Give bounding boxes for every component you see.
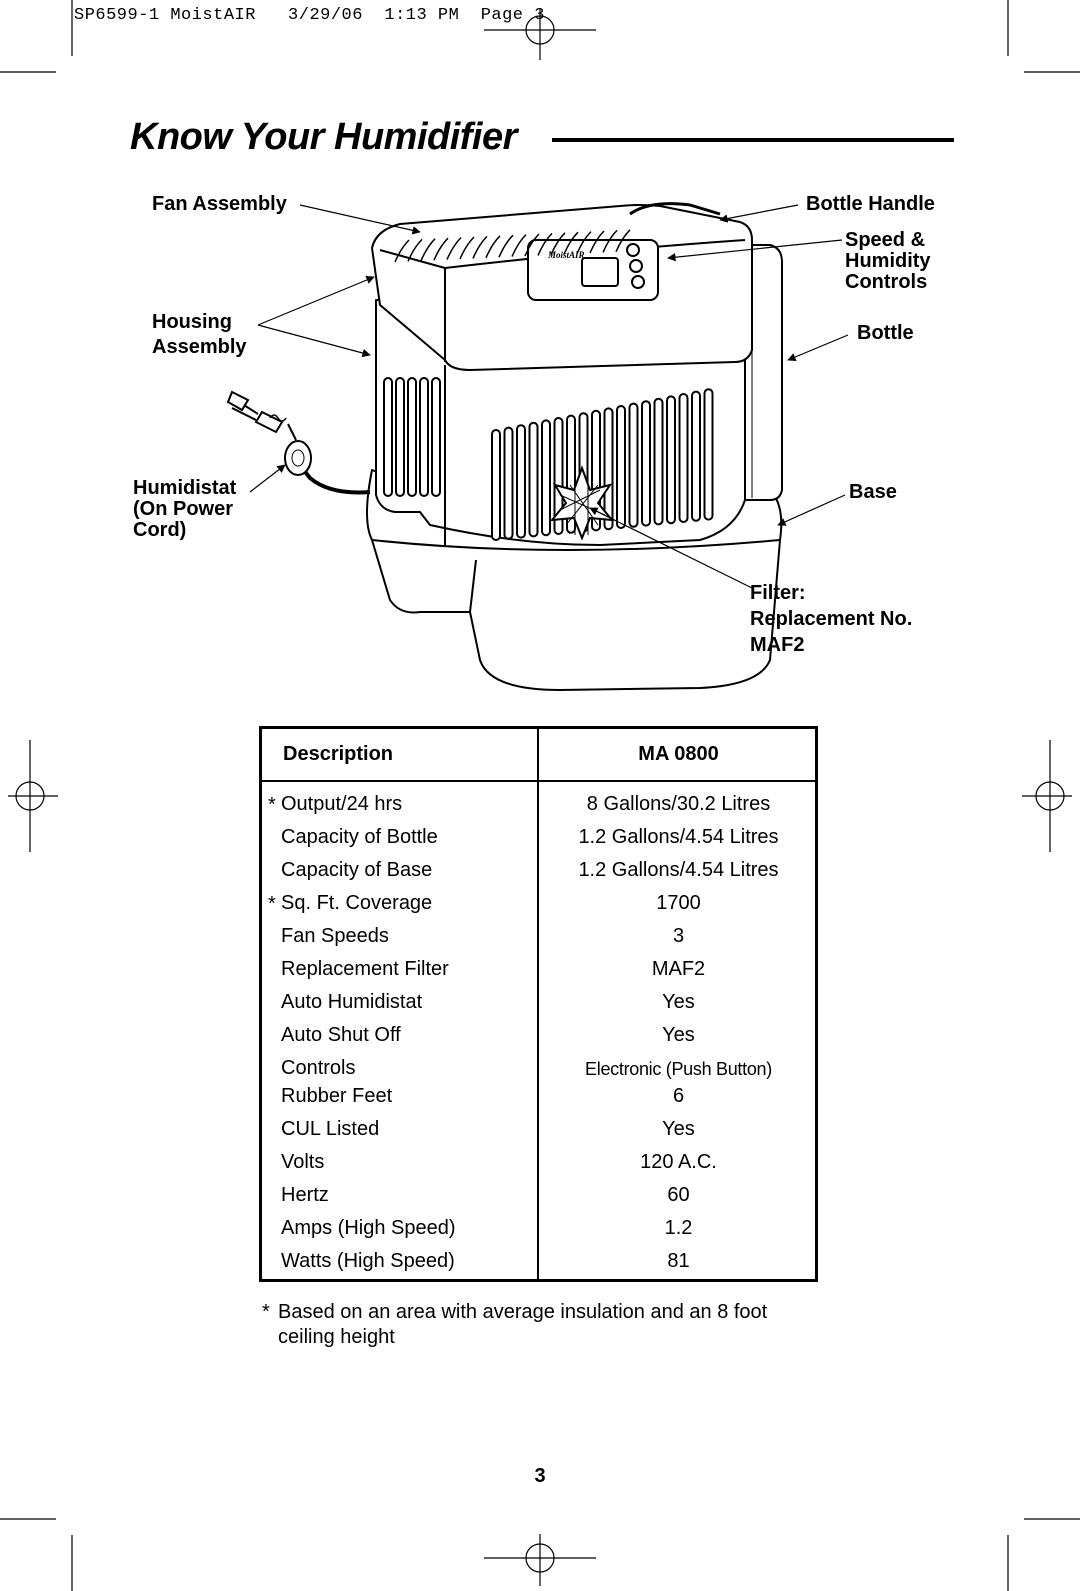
row-value: Yes [662, 1024, 695, 1046]
column-divider [537, 729, 539, 1279]
row-value: 1.2 Gallons/4.54 Litres [578, 826, 779, 848]
row-description: Sq. Ft. Coverage [281, 892, 433, 914]
label-fan-assembly: Fan Assembly [152, 193, 287, 215]
row-value: Yes [662, 1118, 695, 1140]
row-value: MAF2 [651, 958, 706, 980]
header-slug: SP6599-1 MoistAIR [74, 6, 256, 25]
label-line: Speed & [845, 229, 926, 251]
table-row: Replacement Filter MAF2 [262, 958, 815, 991]
row-description: Hertz [281, 1184, 329, 1206]
header-date: 3/29/06 [288, 6, 363, 25]
table-row: Auto Shut Off Yes [262, 1024, 815, 1057]
footnote-mark: * [262, 1301, 270, 1323]
page-title: Know Your Humidifier [130, 116, 517, 158]
label-filter: Filter: Replacement No. MAF2 [750, 580, 912, 658]
label-line: Filter: [750, 582, 806, 604]
header-time: 1:13 PM [384, 6, 460, 25]
row-description: Volts [281, 1151, 325, 1173]
row-description: Auto Shut Off [281, 1024, 401, 1046]
header-rule [262, 780, 815, 782]
label-speed-humidity-controls: Speed & Humidity Controls [845, 230, 931, 293]
table-row: Volts 120 A.C. [262, 1151, 815, 1184]
row-description: Output/24 hrs [281, 793, 403, 815]
row-description: Amps (High Speed) [281, 1217, 456, 1239]
humidifier-diagram: MoistAIR [226, 202, 849, 691]
title-rule [552, 138, 954, 142]
row-description: CUL Listed [281, 1118, 380, 1140]
row-description: Capacity of Base [281, 859, 433, 881]
table-row: Amps (High Speed) 1.2 [262, 1217, 815, 1250]
page-number: 3 [534, 1465, 546, 1487]
table-row: CUL Listed Yes [262, 1118, 815, 1151]
table-row: Fan Speeds 3 [262, 925, 815, 958]
table-row: Controls Electronic (Push Button) [262, 1057, 815, 1085]
row-value: Electronic (Push Button) [585, 1059, 772, 1079]
label-line: Humidistat [133, 477, 237, 499]
row-value: 120 A.C. [640, 1151, 717, 1173]
label-line: Humidity [845, 250, 931, 272]
table-row: Capacity of Base 1.2 Gallons/4.54 Litres [262, 859, 815, 892]
table-row: Rubber Feet 6 [262, 1085, 815, 1118]
footnote-star: * [268, 893, 276, 915]
label-line: Controls [845, 271, 928, 293]
row-value: 8 Gallons/30.2 Litres [586, 793, 771, 815]
row-value: 1.2 [664, 1217, 693, 1239]
row-description: Replacement Filter [281, 958, 449, 980]
footnote-text: Based on an area with average insulation… [278, 1301, 768, 1348]
label-bottle-handle: Bottle Handle [806, 193, 935, 215]
label-line: Assembly [152, 336, 247, 358]
row-description: Watts (High Speed) [281, 1250, 455, 1272]
label-line: MAF2 [750, 634, 805, 656]
label-housing-assembly: Housing Assembly [152, 310, 247, 360]
table-row: *Output/24 hrs 8 Gallons/30.2 Litres [262, 793, 815, 826]
row-value: 81 [667, 1250, 690, 1272]
label-line: Cord) [133, 519, 187, 541]
column-header-model: MA 0800 [638, 743, 719, 765]
row-value: 1.2 Gallons/4.54 Litres [578, 859, 779, 881]
footnote-star: * [268, 794, 276, 816]
row-value: 3 [672, 925, 685, 947]
table-row: Capacity of Bottle 1.2 Gallons/4.54 Litre… [262, 826, 815, 859]
label-line: Housing [152, 311, 232, 333]
row-value: Yes [662, 991, 695, 1013]
row-description: Capacity of Bottle [281, 826, 438, 848]
row-description: Fan Speeds [281, 925, 389, 947]
table-row: Hertz 60 [262, 1184, 815, 1217]
row-description: Controls [281, 1057, 356, 1079]
brand-logo: MoistAIR [547, 250, 585, 260]
label-line: (On Power [133, 498, 234, 520]
row-description: Rubber Feet [281, 1085, 393, 1107]
table-row: Auto Humidistat Yes [262, 991, 815, 1024]
row-value: 6 [672, 1085, 685, 1107]
table-row: Watts (High Speed) 81 [262, 1250, 815, 1283]
label-humidistat: Humidistat (On Power Cord) [133, 478, 236, 541]
label-line: Replacement No. [750, 608, 913, 630]
row-value: 1700 [656, 892, 701, 914]
column-header-description: Description [283, 743, 394, 765]
table-row: *Sq. Ft. Coverage 1700 [262, 892, 815, 925]
label-bottle: Bottle [857, 322, 914, 344]
row-value: 60 [667, 1184, 690, 1206]
row-description: Auto Humidistat [281, 991, 423, 1013]
label-base: Base [849, 481, 897, 503]
